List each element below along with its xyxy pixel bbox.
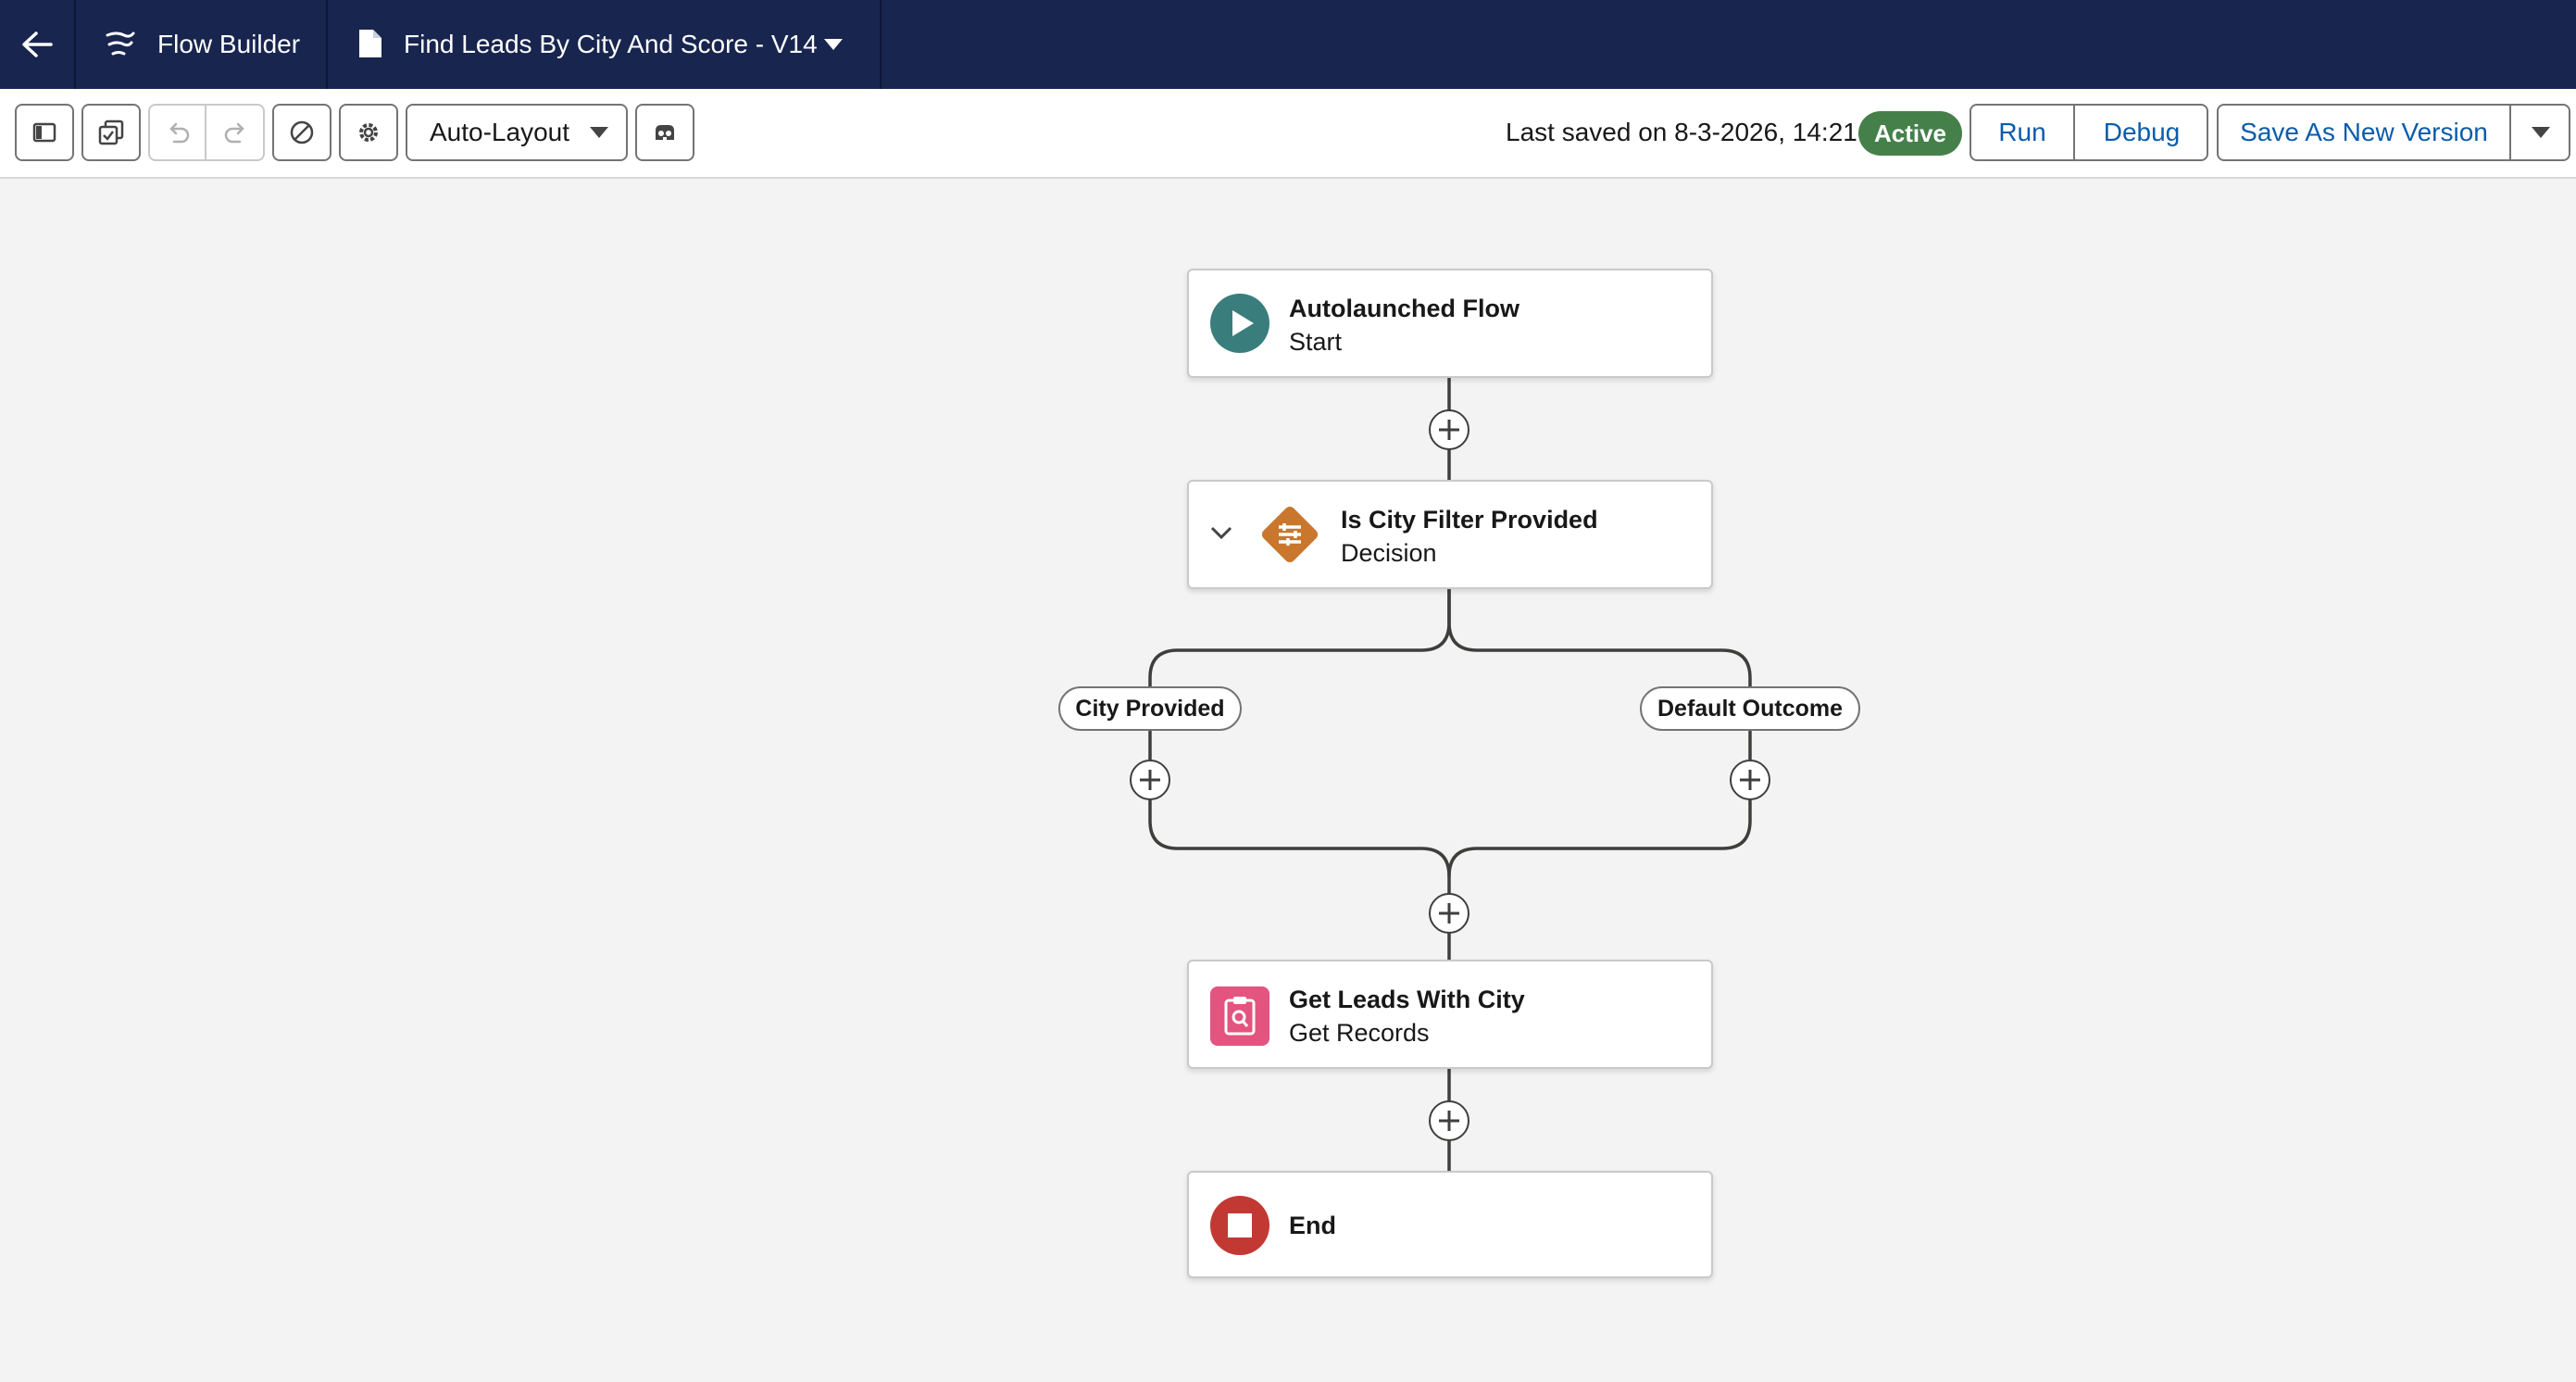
decision-node-title: Is City Filter Provided — [1341, 506, 1598, 534]
get-records-icon — [1209, 986, 1270, 1047]
decision-node-subtitle: Decision — [1341, 539, 1437, 568]
outcome-label-default[interactable]: Default Outcome — [1640, 686, 1860, 731]
end-node-title: End — [1289, 1212, 1336, 1240]
start-node-title: Autolaunched Flow — [1289, 295, 1519, 323]
get-records-node-subtitle: Get Records — [1289, 1019, 1430, 1048]
add-element-button[interactable] — [1429, 409, 1469, 450]
outcome-label-city-provided[interactable]: City Provided — [1058, 686, 1242, 731]
add-element-button[interactable] — [1429, 893, 1469, 934]
plus-icon — [1431, 1102, 1468, 1139]
play-icon — [1209, 293, 1270, 354]
get-records-node[interactable]: Get Leads With City Get Records — [1187, 960, 1713, 1069]
plus-icon — [1732, 761, 1769, 798]
plus-icon — [1431, 895, 1468, 932]
plus-icon — [1431, 411, 1468, 448]
end-node[interactable]: End — [1187, 1171, 1713, 1278]
start-node-subtitle: Start — [1289, 328, 1342, 357]
add-element-button[interactable] — [1130, 760, 1170, 800]
decision-icon — [1254, 498, 1326, 571]
get-records-node-title: Get Leads With City — [1289, 986, 1525, 1014]
stop-icon — [1209, 1195, 1270, 1256]
add-element-button[interactable] — [1730, 760, 1770, 800]
start-node[interactable]: Autolaunched Flow Start — [1187, 269, 1713, 378]
plus-icon — [1132, 761, 1169, 798]
decision-node[interactable]: Is City Filter Provided Decision — [1187, 480, 1713, 589]
add-element-button[interactable] — [1429, 1100, 1469, 1141]
chevron-down-icon[interactable] — [1209, 524, 1233, 543]
